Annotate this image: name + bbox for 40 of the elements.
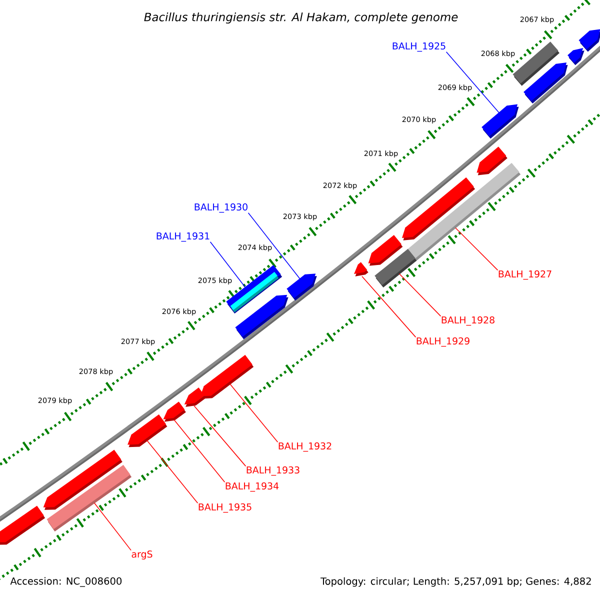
gene-feature: [184, 388, 206, 407]
leader-line: [194, 405, 246, 467]
gene-feature: [163, 402, 186, 422]
gene-label: argS: [132, 550, 152, 560]
gene-feature: [476, 146, 508, 176]
title: Bacillus thuringiensis str. Al Hakam, complete genome: [144, 12, 458, 24]
gene-label: BALH_1935: [198, 503, 252, 513]
gene-label: BALH_1927: [498, 270, 552, 280]
footer-text: Accession: NC_008600: [10, 577, 122, 587]
leader-line: [398, 273, 442, 317]
leader-line: [210, 241, 246, 288]
gene-feature: [482, 104, 519, 139]
leader-line: [174, 420, 226, 483]
gene-label: BALH_1931: [156, 232, 210, 242]
leader-line: [230, 384, 278, 443]
gene-label: BALH_1929: [416, 337, 470, 347]
leader-line: [146, 440, 198, 504]
footer-text: Topology: circular; Length: 5,257,091 bp; Genes: 4,882: [320, 577, 591, 587]
gene-label: BALH_1928: [442, 316, 494, 326]
gene-feature: [568, 48, 584, 66]
gene-feature: [354, 262, 368, 276]
gene-label: BALH_1930: [194, 203, 248, 213]
gene-feature: [0, 506, 46, 545]
leader-line: [446, 51, 500, 114]
leader-line: [362, 276, 416, 338]
gene-label: BALH_1934: [226, 482, 279, 492]
leader-line: [94, 502, 132, 551]
gene-bar: [406, 162, 521, 262]
gene-bar: [230, 272, 279, 312]
gene-bar: [46, 464, 132, 532]
gene-feature: [578, 29, 600, 52]
gene-label: BALH_1933: [246, 466, 300, 476]
gene-label: BALH_1925: [392, 42, 446, 52]
gene-bar: [374, 248, 417, 288]
leader-line: [248, 212, 300, 280]
gene-feature: [286, 274, 317, 301]
gene-feature: [128, 414, 168, 448]
gene-feature: [200, 354, 254, 399]
leader-line: [455, 227, 498, 271]
gene-label: BALH_1932: [278, 442, 332, 452]
